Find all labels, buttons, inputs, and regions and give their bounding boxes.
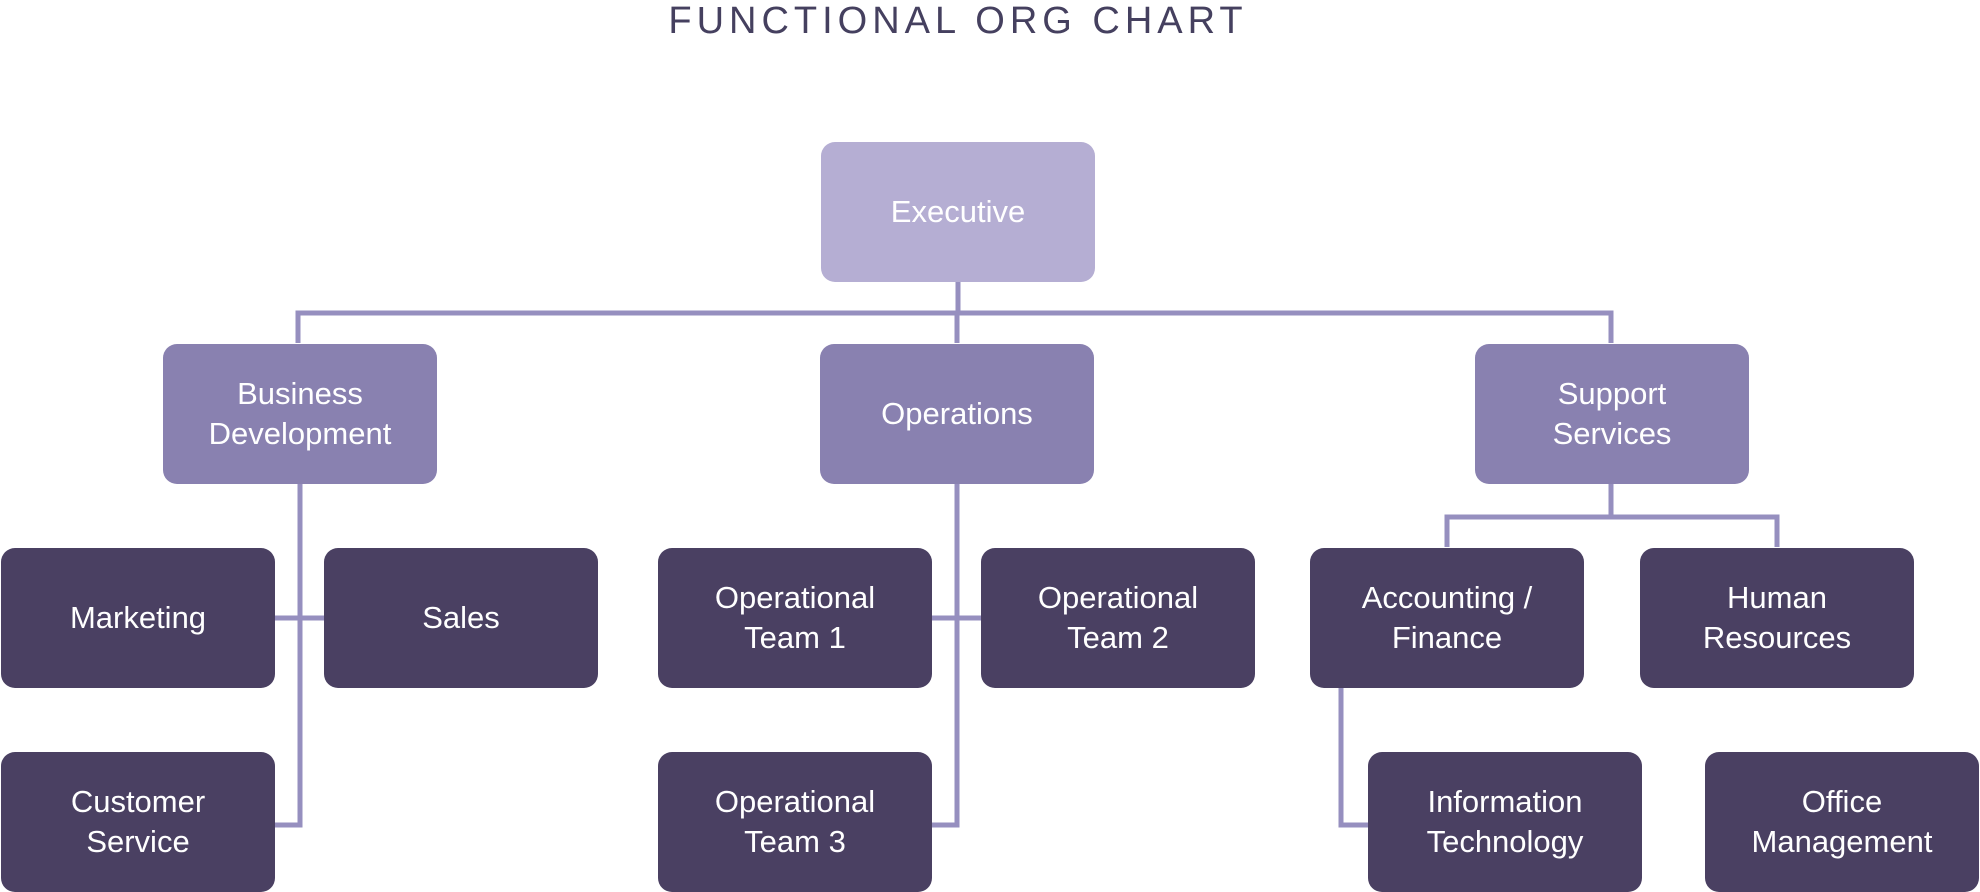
information-technology-box: Information Technology [1368, 752, 1642, 892]
marketing-box: Marketing [1, 548, 275, 688]
operations-box: Operations [820, 344, 1094, 484]
connector-accounting-it [1338, 687, 1369, 828]
office-management-box: Office Management [1705, 752, 1979, 892]
operational-team-2-box: Operational Team 2 [981, 548, 1255, 688]
accounting-finance-box: Accounting / Finance [1310, 548, 1584, 688]
human-resources-box: Human Resources [1640, 548, 1914, 688]
operational-team-1-box: Operational Team 1 [658, 548, 932, 688]
connector-operations [931, 483, 982, 828]
connector-support-services [1444, 483, 1780, 547]
connector-business-development [275, 483, 325, 828]
connector-executive-departments [295, 282, 1614, 343]
operational-team-3-box: Operational Team 3 [658, 752, 932, 892]
business-development-box: Business Development [163, 344, 437, 484]
executive-box: Executive [821, 142, 1095, 282]
sales-box: Sales [324, 548, 598, 688]
customer-service-box: Customer Service [1, 752, 275, 892]
support-services-box: Support Services [1475, 344, 1749, 484]
chart-title: FUNCTIONAL ORG CHART [668, 0, 1248, 42]
